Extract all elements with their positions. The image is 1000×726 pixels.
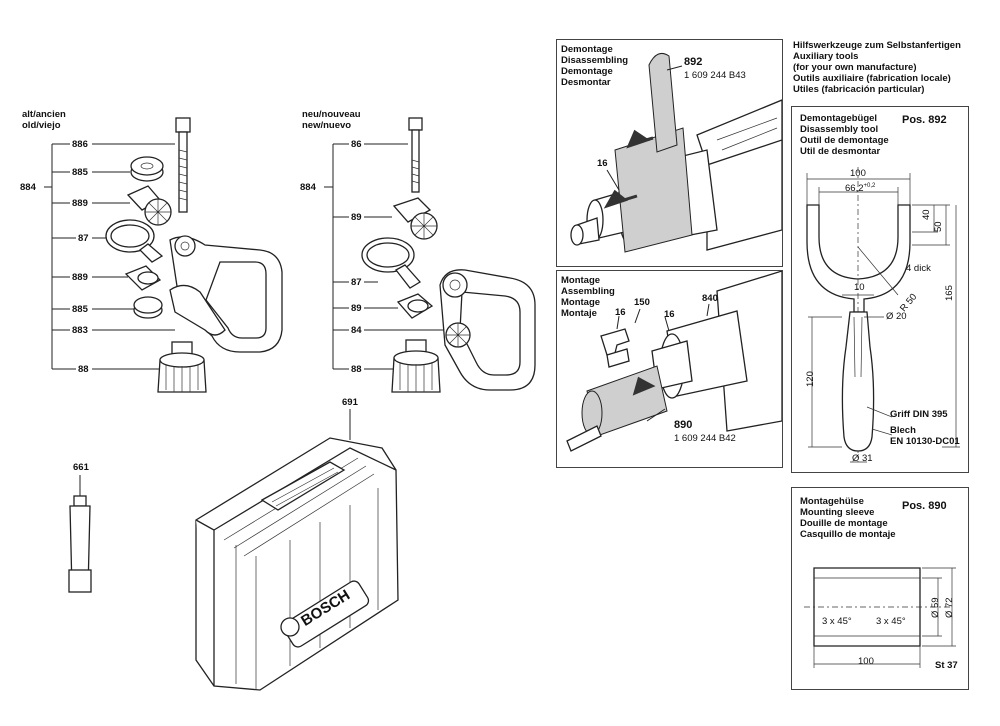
tool-890-title-2: Mounting sleeve [800, 507, 875, 518]
old-item-87: 87 [78, 233, 89, 244]
old-item-885b: 885 [72, 304, 88, 315]
dim-66-value: 66,2 [845, 183, 864, 195]
new-heading-2: new/nuevo [302, 120, 352, 131]
assembly-part-no: 890 [674, 419, 693, 431]
dim-chamfer-right: 3 x 45° [876, 616, 906, 627]
old-item-886: 886 [72, 139, 88, 150]
new-item-87: 87 [351, 277, 362, 288]
tool-892-blech-2: EN 10130-DC01 [890, 436, 960, 447]
tool-892-griff: Griff DIN 395 [890, 409, 948, 420]
disassembly-callout-16: 16 [597, 158, 608, 169]
disassembly-title-4: Desmontar [561, 77, 611, 88]
old-leader-lines [44, 143, 175, 370]
disassembly-title-2: Disassembling [561, 55, 629, 66]
assembly-title-3: Montage [561, 297, 601, 308]
new-item-88: 88 [351, 364, 362, 375]
dim-length-100: 100 [858, 656, 874, 667]
old-item-883: 883 [72, 325, 88, 336]
old-item-889b: 889 [72, 272, 88, 283]
tool-892-title-2: Disassembly tool [800, 124, 879, 135]
new-item-89b: 89 [351, 303, 362, 314]
tool-890-drawing [804, 567, 956, 668]
tool-892-pos: Pos. 892 [902, 114, 947, 126]
assembly-title-2: Assembling [561, 286, 615, 297]
disassembly-part-code: 1 609 244 B43 [684, 70, 746, 81]
assembly-panel: Montage Assembling Montage Montaje 16 15… [556, 270, 783, 468]
new-heading-1: neu/nouveau [302, 109, 361, 120]
assembly-callout-150: 150 [634, 297, 650, 308]
disassembly-title-3: Demontage [561, 66, 613, 77]
grease-tube [68, 495, 92, 593]
old-parts [105, 117, 283, 393]
tool-892-title-4: Util de desmontar [800, 146, 881, 157]
new-leader-lines [324, 143, 445, 370]
old-item-885: 885 [72, 167, 88, 178]
tool-890-pos: Pos. 890 [902, 500, 947, 512]
carrying-case [195, 437, 399, 691]
aux-header-1: Hilfswerkzeuge zum Selbstanfertigen [793, 40, 961, 51]
aux-header-2: Auxiliary tools [793, 51, 859, 62]
dim-10: 10 [854, 282, 865, 293]
disassembly-title-1: Demontage [561, 44, 613, 55]
aux-header-4: Outils auxiliaire (fabrication locale) [793, 73, 951, 84]
old-group-label: 884 [20, 182, 36, 193]
assembly-title-1: Montage [561, 275, 601, 286]
tool-892-drawing [806, 167, 960, 463]
tool-890-panel: Montagehülse Mounting sleeve Douille de … [791, 487, 969, 690]
new-item-84: 84 [351, 325, 362, 336]
tool-892-title-3: Outil de demontage [800, 135, 889, 146]
case-label: 691 [342, 397, 358, 408]
dim-66: 66,2+0,2 [845, 181, 875, 194]
new-item-86: 86 [351, 139, 362, 150]
disassembly-panel: Demontage Disassembling Demontage Desmon… [556, 39, 783, 267]
tool-890-title-4: Casquillo de montaje [800, 529, 896, 540]
assembly-title-4: Montaje [561, 308, 597, 319]
dim-d31: Ø 31 [852, 453, 873, 464]
assembly-callout-840: 840 [702, 293, 718, 304]
tool-890-title-3: Douille de montage [800, 518, 888, 529]
tool-892-blech-1: Blech [890, 425, 916, 436]
tool-890-title-1: Montagehülse [800, 496, 864, 507]
assembly-callout-16a: 16 [615, 307, 626, 318]
new-group-label: 884 [300, 182, 316, 193]
dim-d20: Ø 20 [886, 311, 907, 322]
new-item-89: 89 [351, 212, 362, 223]
dim-120: 120 [805, 371, 816, 387]
old-item-88: 88 [78, 364, 89, 375]
old-item-889: 889 [72, 198, 88, 209]
dim-40: 40 [921, 209, 932, 220]
tool-892-panel: Demontagebügel Disassembly tool Outil de… [791, 106, 969, 473]
old-heading-2: old/viejo [22, 120, 61, 131]
dim-d59: Ø 59 [930, 597, 941, 618]
dim-chamfer-left: 3 x 45° [822, 616, 852, 627]
assembly-drawing [566, 271, 782, 452]
tube-label: 661 [73, 462, 89, 473]
dim-100: 100 [850, 168, 866, 179]
dim-50: 50 [933, 221, 944, 232]
old-heading-1: alt/ancien [22, 109, 66, 120]
aux-header-5: Utiles (fabricación particular) [793, 84, 925, 95]
tool-892-title-1: Demontagebügel [800, 113, 878, 124]
dim-4-dick: 4 dick [906, 263, 931, 274]
assembly-part-code: 1 609 244 B42 [674, 433, 736, 444]
tool-890-material: St 37 [935, 660, 958, 671]
new-parts [361, 117, 536, 393]
disassembly-part-no: 892 [684, 56, 703, 68]
dim-66-tol: +0,2 [863, 183, 876, 189]
disassembly-drawing [570, 53, 782, 253]
aux-header-3: (for your own manufacture) [793, 62, 917, 73]
dim-165: 165 [944, 285, 955, 301]
assembly-callout-16b: 16 [664, 309, 675, 320]
dim-d72: Ø 72 [944, 597, 955, 618]
